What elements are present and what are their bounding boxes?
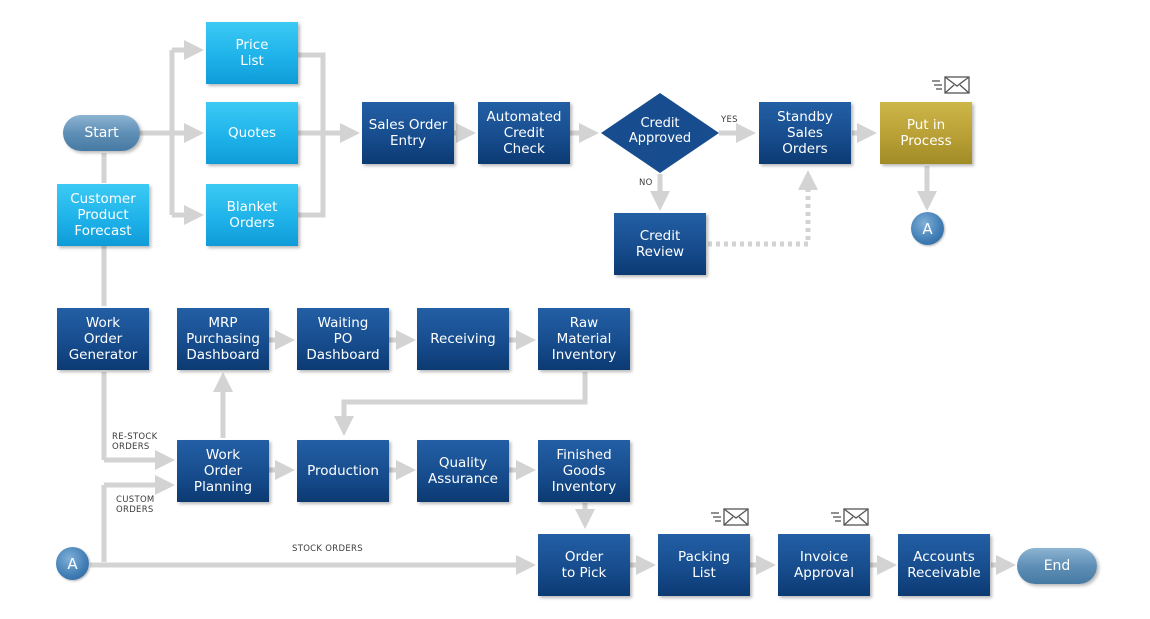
- stock-orders-label: STOCK ORDERS: [292, 544, 363, 554]
- quality-assurance-node[interactable]: Quality Assurance: [417, 440, 509, 502]
- finished-goods-inventory-label: Finished Goods Inventory: [551, 447, 617, 495]
- sales-order-entry-node[interactable]: Sales Order Entry: [362, 102, 454, 164]
- work-order-planning-node[interactable]: Work Order Planning: [177, 440, 269, 502]
- receiving-label: Receiving: [430, 331, 496, 347]
- production-label: Production: [307, 463, 379, 479]
- automated-credit-check-label: Automated Credit Check: [486, 109, 562, 157]
- work-order-generator-node[interactable]: Work Order Generator: [57, 308, 149, 370]
- raw-material-inventory-label: Raw Material Inventory: [551, 315, 617, 363]
- waiting-po-dashboard-node[interactable]: Waiting PO Dashboard: [297, 308, 389, 370]
- credit-review-node[interactable]: Credit Review: [614, 213, 706, 275]
- production-node[interactable]: Production: [297, 440, 389, 502]
- work-order-generator-label: Work Order Generator: [68, 315, 138, 363]
- connector-inputs-bus: [298, 52, 326, 218]
- end-terminal[interactable]: End: [1017, 548, 1097, 584]
- no-label: NO: [639, 178, 653, 188]
- mrp-purchasing-dashboard-node[interactable]: MRP Purchasing Dashboard: [177, 308, 269, 370]
- email-icon: [932, 76, 970, 94]
- price-list-node[interactable]: Price List: [206, 22, 298, 84]
- order-to-pick-node[interactable]: Order to Pick: [538, 534, 630, 596]
- connector-a-bottom-label: A: [67, 554, 78, 573]
- quotes-label: Quotes: [227, 125, 277, 141]
- standby-sales-orders-node[interactable]: Standby Sales Orders: [759, 102, 851, 164]
- credit-approved-diamond[interactable]: [601, 93, 719, 173]
- work-order-planning-label: Work Order Planning: [193, 447, 253, 495]
- email-icon: [831, 508, 869, 526]
- price-list-label: Price List: [235, 37, 269, 69]
- connector-a-top[interactable]: A: [911, 212, 944, 245]
- connector-lines: [90, 40, 1016, 575]
- connector-a-bottom[interactable]: A: [56, 547, 89, 580]
- email-icon: [711, 508, 749, 526]
- arrow-credit-review-to-standby: [708, 170, 818, 247]
- start-terminal[interactable]: Start: [63, 115, 140, 151]
- quotes-node[interactable]: Quotes: [206, 102, 298, 164]
- invoice-approval-node[interactable]: Invoice Approval: [778, 534, 870, 596]
- packing-list-node[interactable]: Packing List: [658, 534, 750, 596]
- packing-list-label: Packing List: [678, 549, 730, 581]
- mrp-purchasing-dashboard-label: MRP Purchasing Dashboard: [186, 315, 260, 363]
- customer-product-forecast-node[interactable]: Customer Product Forecast: [57, 184, 149, 246]
- put-in-process-label: Put in Process: [900, 117, 952, 149]
- start-label: Start: [84, 125, 119, 141]
- customer-product-forecast-label: Customer Product Forecast: [70, 191, 136, 239]
- end-label: End: [1043, 558, 1071, 574]
- waiting-po-dashboard-label: Waiting PO Dashboard: [306, 315, 380, 363]
- credit-review-label: Credit Review: [635, 228, 685, 260]
- blanket-orders-node[interactable]: Blanket Orders: [206, 184, 298, 246]
- custom-orders-label: CUSTOM ORDERS: [116, 495, 155, 515]
- sales-order-entry-label: Sales Order Entry: [368, 117, 448, 149]
- credit-approved-label: Credit Approved: [628, 116, 692, 146]
- put-in-process-node[interactable]: Put in Process: [880, 102, 972, 164]
- standby-sales-orders-label: Standby Sales Orders: [777, 109, 833, 157]
- receiving-node[interactable]: Receiving: [417, 308, 509, 370]
- yes-label: YES: [721, 115, 738, 125]
- quality-assurance-label: Quality Assurance: [428, 455, 498, 487]
- invoice-approval-label: Invoice Approval: [794, 549, 854, 581]
- arrow-raw-material-to-production: [334, 372, 588, 436]
- finished-goods-inventory-node[interactable]: Finished Goods Inventory: [538, 440, 630, 502]
- raw-material-inventory-node[interactable]: Raw Material Inventory: [538, 308, 630, 370]
- accounts-receivable-node[interactable]: Accounts Receivable: [898, 534, 990, 596]
- restock-orders-label: RE-STOCK ORDERS: [112, 432, 158, 452]
- connector-a-top-label: A: [922, 219, 933, 238]
- order-to-pick-label: Order to Pick: [561, 549, 607, 581]
- accounts-receivable-label: Accounts Receivable: [907, 549, 981, 581]
- automated-credit-check-node[interactable]: Automated Credit Check: [478, 102, 570, 164]
- blanket-orders-label: Blanket Orders: [226, 199, 278, 231]
